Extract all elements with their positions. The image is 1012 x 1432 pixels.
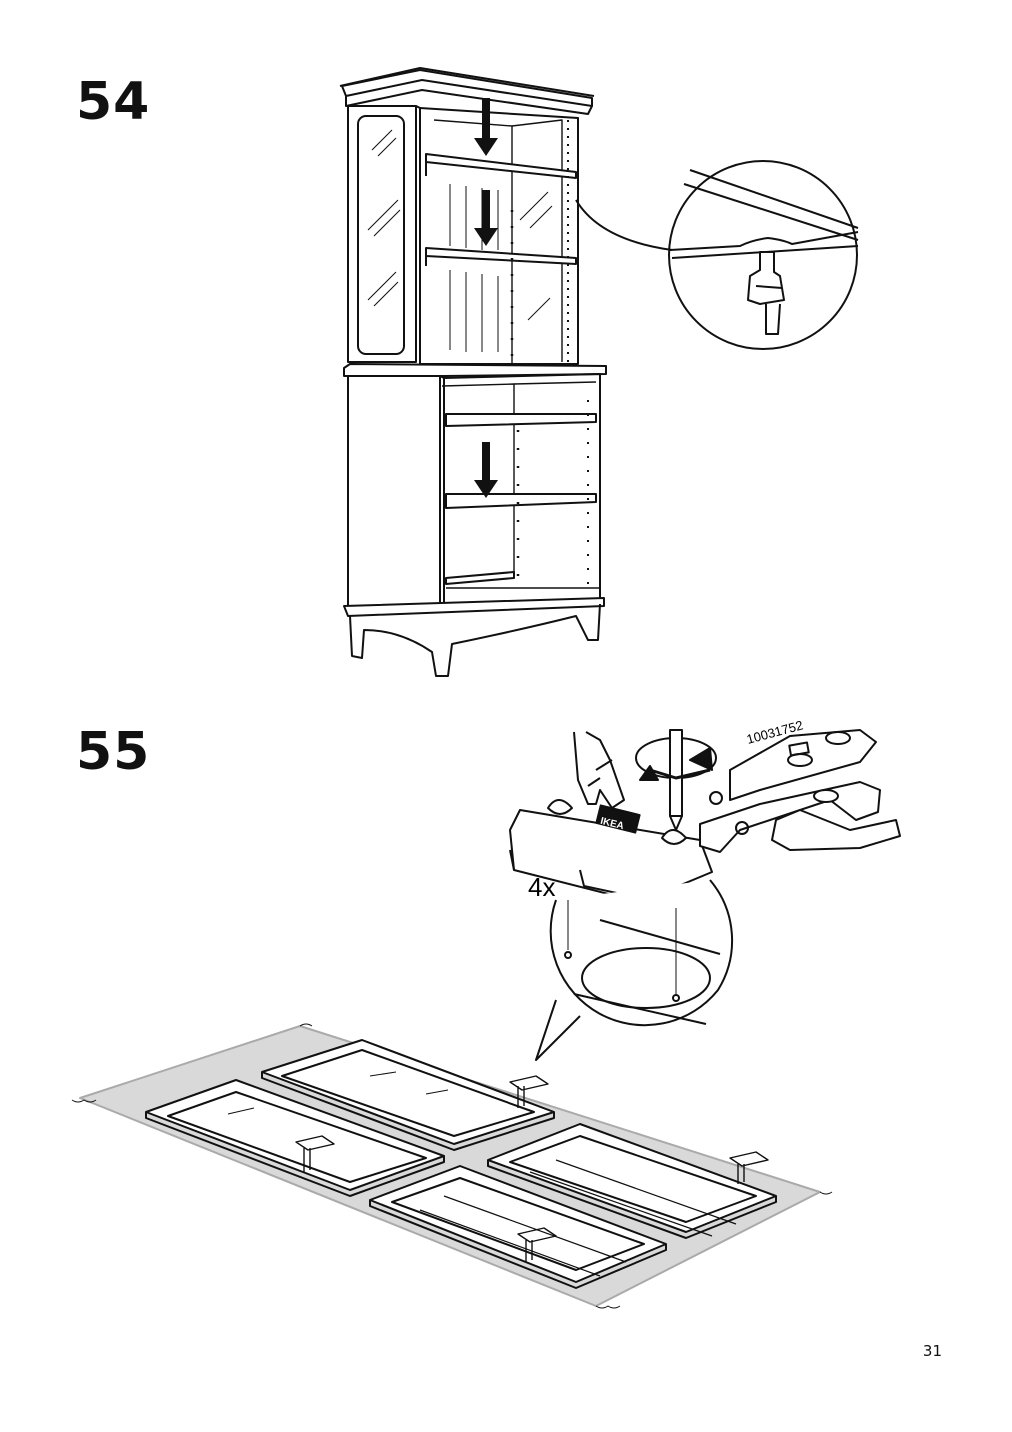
page-number: 31 <box>922 1342 942 1360</box>
step-54-illustration <box>339 67 859 677</box>
door-panels <box>145 1039 777 1289</box>
protective-rug <box>71 1023 833 1309</box>
cabinet-base <box>343 597 605 677</box>
shelf-insert-arrows-upper <box>474 98 498 246</box>
shelf-pin-detail <box>575 160 859 350</box>
lower-cabinet <box>347 373 601 607</box>
hand-icon <box>573 731 625 809</box>
shelf-insert-arrow-lower <box>474 442 498 498</box>
hinge-part <box>509 729 901 903</box>
step-55-number: 55 <box>76 722 151 782</box>
quantity-label: 4x <box>528 872 555 902</box>
screwdriver-rotate-icon <box>635 729 717 831</box>
hole-detail-callout <box>535 879 734 1061</box>
step-54-number: 54 <box>76 72 151 132</box>
cabinet-cornice <box>339 67 595 115</box>
upper-cabinet <box>347 105 579 365</box>
